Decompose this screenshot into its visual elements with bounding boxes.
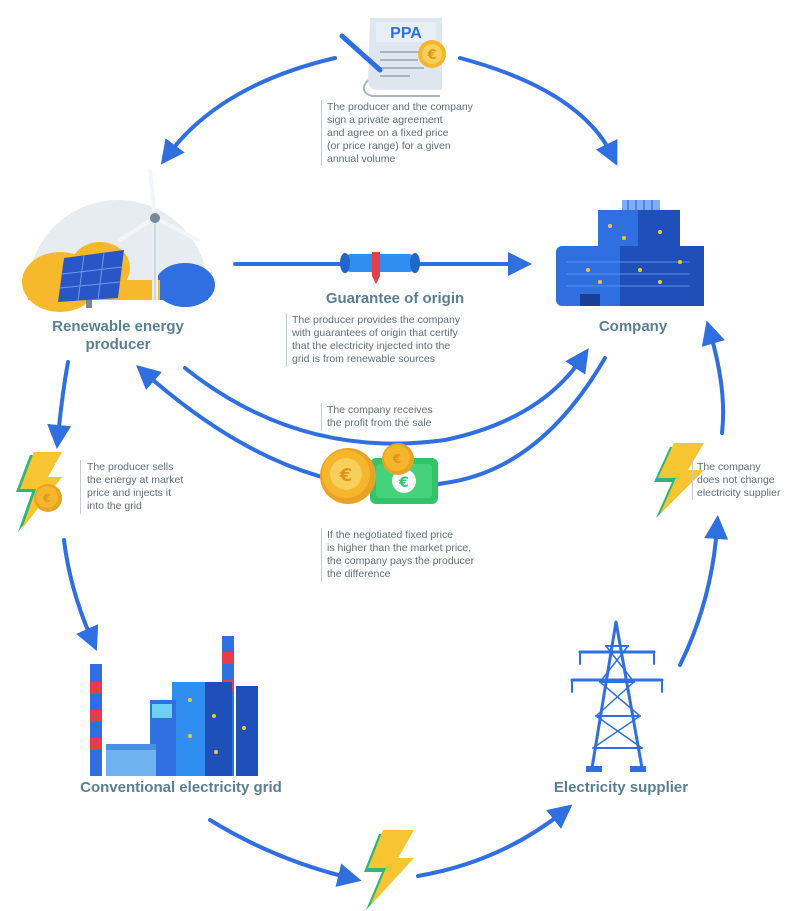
note-line: The company <box>697 461 761 473</box>
note-line: the difference <box>327 568 391 580</box>
difference-note: If the negotiated fixed price is higher … <box>327 529 474 581</box>
supplier-title: Electricity supplier <box>553 779 689 796</box>
note-line: the profit from the sale <box>327 417 432 429</box>
guarantee-title: Guarantee of origin <box>325 290 465 307</box>
svg-text:€: € <box>392 452 401 466</box>
guarantee-scroll-icon <box>340 252 420 284</box>
note-line: that the electricity injected into the <box>292 340 451 352</box>
guarantee-note-bar <box>286 313 287 367</box>
arrow-ppa-to-producer <box>160 56 337 165</box>
note-line: electricity supplier <box>697 487 781 499</box>
difference-note-bar <box>321 528 322 582</box>
profit-note: The company receives the profit from the… <box>327 404 433 430</box>
company-building-icon <box>556 200 704 306</box>
svg-text:€: € <box>339 465 353 486</box>
svg-text:€: € <box>42 492 51 505</box>
electricity-pylon-icon <box>570 620 664 772</box>
money-icon: € € € <box>320 443 438 504</box>
arrow-supplier-to-bolt <box>678 515 729 667</box>
arrow-ppa-to-company <box>458 56 618 166</box>
producer-title: Renewable energy producer <box>38 318 198 354</box>
grid-title: Conventional electricity grid <box>80 779 282 796</box>
ppa-label: PPA <box>390 25 422 42</box>
arrow-bolt-to-supplier <box>416 804 573 878</box>
note-line: grid is from renewable sources <box>292 353 435 365</box>
note-line: and agree on a fixed price <box>327 127 449 139</box>
note-line: sign a private agreement <box>327 114 443 126</box>
company-title: Company <box>598 318 668 335</box>
arrow-producer-to-company-flow <box>183 348 589 446</box>
note-line: The producer provides the company <box>292 314 461 326</box>
note-line: does not change <box>697 474 775 486</box>
note-line: If the negotiated fixed price <box>327 529 454 541</box>
note-line: with guarantees of origin that certify <box>292 327 458 339</box>
market-note-bar <box>80 460 81 514</box>
producer-title-line-2: producer <box>85 336 151 353</box>
producer-title-line-1: Renewable energy <box>52 318 184 335</box>
svg-text:€: € <box>398 475 409 491</box>
conventional-grid-icon <box>90 636 258 776</box>
lightning-bottom-icon <box>364 830 414 910</box>
arrow-market-to-grid <box>62 538 99 651</box>
note-line: is higher than the market price, <box>327 542 472 554</box>
note-line: price and injects it <box>87 487 172 499</box>
ppa-agreement-note: The producer and the company sign a priv… <box>327 101 473 166</box>
note-line: The producer and the company <box>327 101 473 113</box>
note-line: The company receives <box>327 404 433 416</box>
lightning-coin-icon: € <box>16 452 62 532</box>
arrow-grid-to-bolt <box>208 818 362 887</box>
note-line: the energy at market <box>87 474 184 486</box>
note-line: (or price range) for a given <box>327 140 451 152</box>
ppa-document-icon: PPA € <box>339 18 446 97</box>
svg-text:€: € <box>426 48 436 63</box>
ppa-note-bar <box>321 100 322 166</box>
pen-icon <box>339 33 383 73</box>
renewable-producer-icon <box>22 168 215 312</box>
market-sale-note: The producer sells the energy at market … <box>87 461 183 513</box>
guarantee-note: The producer provides the company with g… <box>292 314 460 366</box>
profit-note-bar <box>321 403 322 431</box>
note-line: into the grid <box>87 500 142 512</box>
note-line: the company pays the producer <box>327 555 475 567</box>
no-change-note: The company does not change electricity … <box>697 461 780 500</box>
arrow-producer-to-market <box>47 360 72 449</box>
note-line: The producer sells <box>87 461 174 473</box>
note-line: annual volume <box>327 153 396 165</box>
arrow-bolt-to-company <box>701 320 726 435</box>
no-change-note-bar <box>692 460 693 500</box>
